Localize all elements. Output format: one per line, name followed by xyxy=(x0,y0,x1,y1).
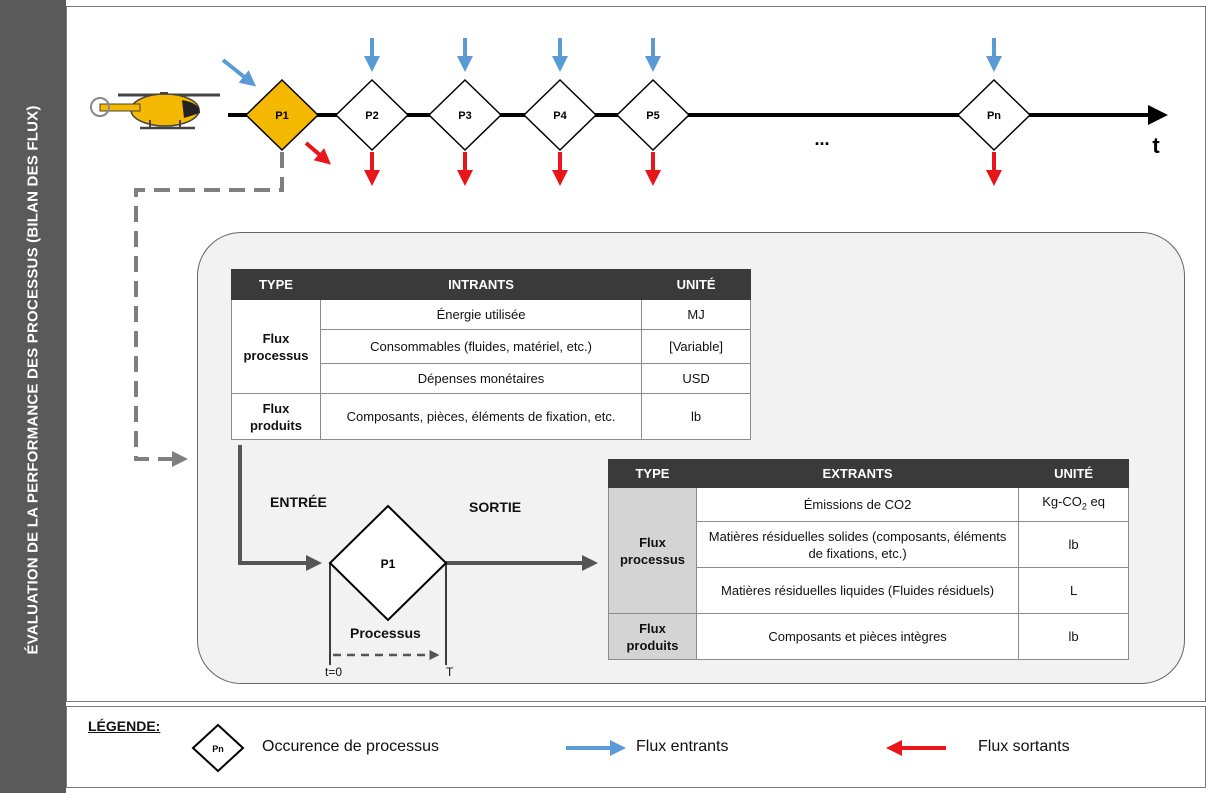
inputs-table: TYPE INTRANTS UNITÉ Flux processus Énerg… xyxy=(231,269,751,440)
item-cell: Composants et pièces intègres xyxy=(695,613,1020,660)
type-cell: Flux produits xyxy=(608,613,697,660)
unit-cell: USD xyxy=(641,363,751,394)
start-time-label: t=0 xyxy=(325,665,343,679)
column-header: UNITÉ xyxy=(641,269,751,300)
item-cell: Dépenses monétaires xyxy=(319,363,643,394)
legend-outgoing-text: Flux sortants xyxy=(978,738,1070,755)
unit-cell: lb xyxy=(641,393,751,440)
item-cell: Consommables (fluides, matériel, etc.) xyxy=(319,329,643,364)
unit-cell: MJ xyxy=(641,299,751,330)
legend-occurrence-text: Occurence de processus xyxy=(262,738,439,755)
process-node-p2: P2 xyxy=(334,78,410,152)
process-label: Processus xyxy=(350,625,421,641)
type-cell: Flux processus xyxy=(231,299,321,394)
legend-incoming-text: Flux entrants xyxy=(636,738,729,755)
process-node-label: P4 xyxy=(553,110,567,122)
entry-label: ENTRÉE xyxy=(270,494,327,510)
unit-suffix: eq xyxy=(1086,494,1106,510)
end-time-label: T xyxy=(446,665,454,679)
outputs-table: TYPE EXTRANTS UNITÉ Flux processus Émiss… xyxy=(608,459,1129,660)
exit-label: SORTIE xyxy=(469,499,522,515)
legend-frame xyxy=(66,706,1206,788)
column-header: UNITÉ xyxy=(1018,459,1129,488)
process-node-p5: P5 xyxy=(615,78,691,152)
item-cell: Émissions de CO2 xyxy=(695,487,1020,522)
unit-subscript: 2 xyxy=(1081,501,1087,512)
column-header: TYPE xyxy=(608,459,697,488)
entry-flow-arrow xyxy=(238,445,322,571)
side-title-bar xyxy=(0,0,66,793)
main-frame xyxy=(66,6,1206,702)
unit-cell: Kg-CO2 eq xyxy=(1018,487,1129,522)
p1-outgoing-arrow xyxy=(304,141,332,165)
process-node-pn: Pn xyxy=(956,78,1032,152)
unit-cell: lb xyxy=(1018,613,1129,660)
process-node-label: P5 xyxy=(646,110,659,122)
legend-node-symbol: Pn xyxy=(191,723,245,773)
process-node-label: Pn xyxy=(987,110,1001,122)
detail-node-label: P1 xyxy=(381,557,396,571)
process-node-p3: P3 xyxy=(427,78,503,152)
legend-title: LÉGENDE: xyxy=(88,718,161,734)
type-cell: Flux processus xyxy=(608,487,697,614)
column-header: INTRANTS xyxy=(319,269,643,300)
detail-connector xyxy=(134,152,284,467)
column-header: EXTRANTS xyxy=(695,459,1020,488)
helicopter-icon xyxy=(90,92,220,130)
outgoing-flux-arrows xyxy=(364,152,1002,186)
legend-node-label: Pn xyxy=(212,744,224,754)
unit-cell: lb xyxy=(1018,521,1129,568)
process-node-p4: P4 xyxy=(522,78,598,152)
item-cell: Matières résiduelles liquides (Fluides r… xyxy=(695,567,1020,614)
p1-incoming-arrow xyxy=(221,58,257,87)
column-header: TYPE xyxy=(231,269,321,300)
unit-cell: L xyxy=(1018,567,1129,614)
unit-text: Kg-CO xyxy=(1042,494,1082,510)
item-cell: Matières résiduelles solides (composants… xyxy=(695,521,1020,568)
time-axis-label: t xyxy=(1152,133,1160,158)
detail-process-node: P1 xyxy=(328,504,448,622)
process-node-label: P1 xyxy=(275,110,288,122)
item-cell: Énergie utilisée xyxy=(319,299,643,330)
process-node-label: P2 xyxy=(365,110,378,122)
item-cell: Composants, pièces, éléments de fixation… xyxy=(319,393,643,440)
timeline-ellipsis: ... xyxy=(814,129,829,149)
process-node-label: P3 xyxy=(458,110,471,122)
type-cell: Flux produits xyxy=(231,393,321,440)
incoming-flux-arrows xyxy=(364,38,1002,72)
process-node-p1: P1 xyxy=(244,78,320,152)
unit-cell: [Variable] xyxy=(641,329,751,364)
